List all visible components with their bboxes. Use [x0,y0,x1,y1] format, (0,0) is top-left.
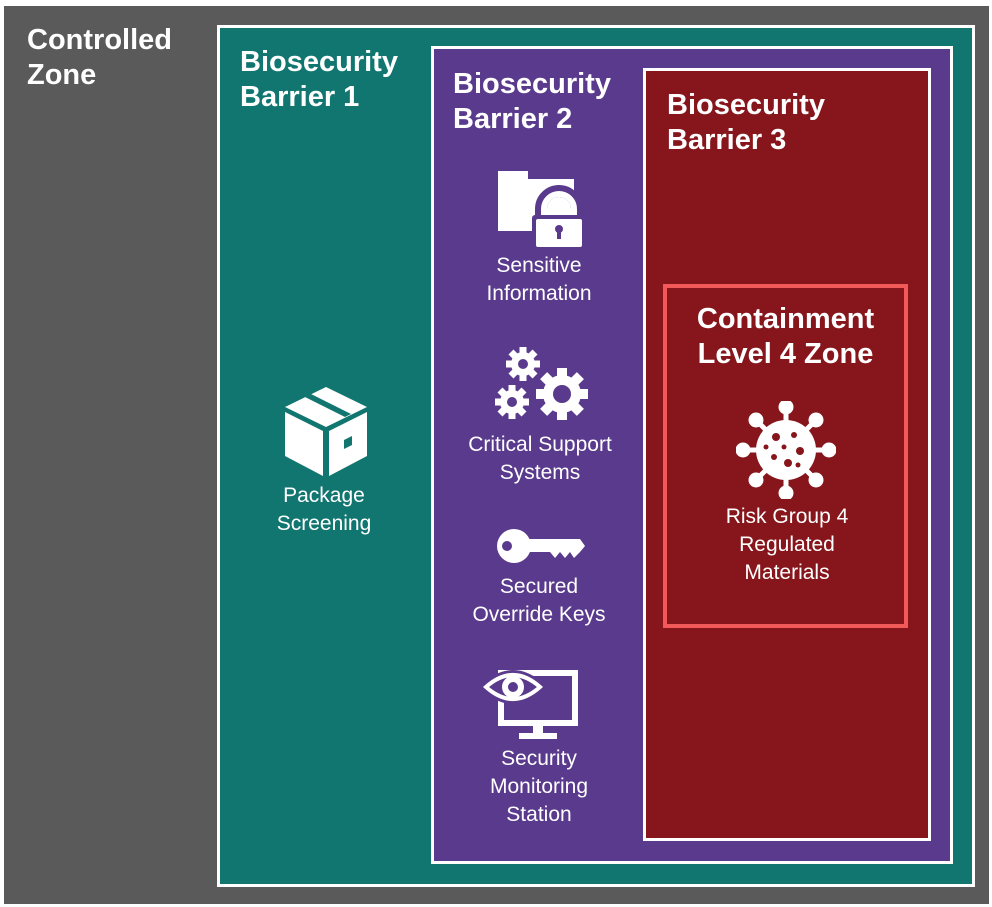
folder-lock-icon [498,171,584,249]
sensitive-information-label: Sensitive Information [486,254,592,305]
controlled-zone-title: Controlled Zone [27,24,172,91]
barrier-3-title: Biosecurity Barrier 3 [667,89,825,156]
key-icon [497,529,585,563]
package-icon [285,387,367,476]
barrier-1-title: Biosecurity Barrier 1 [240,46,398,113]
virus-icon [736,401,836,499]
gears-icon [495,347,588,420]
critical-support-systems-label: Critical Support Systems [468,433,612,484]
barrier-2-title: Biosecurity Barrier 2 [453,68,611,135]
risk-group-4-label: Risk Group 4 Regulated Materials [725,505,849,584]
secured-override-keys-label: Secured Override Keys [472,575,606,626]
containment-zone-title: Containment Level 4 Zone [696,303,875,370]
package-screening-label: Package Screening [276,484,372,535]
monitor-eye-icon [481,670,578,739]
security-monitoring-station-label: Security Monitoring Station [489,747,589,826]
